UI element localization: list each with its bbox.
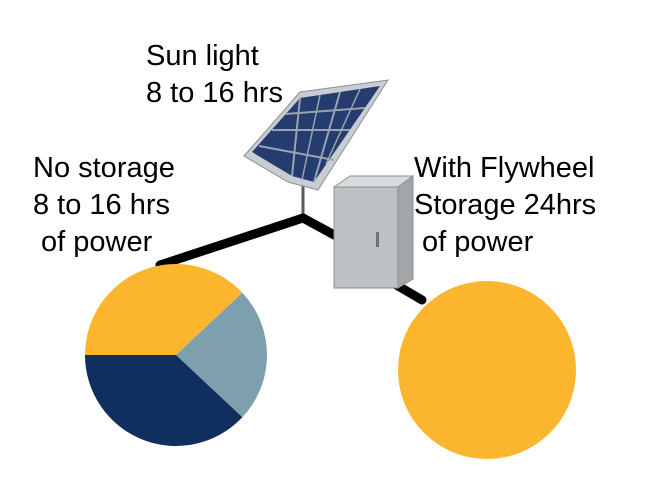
flywheel-cabinet-icon [332, 175, 415, 289]
flywheel-hours: Storage 24hrs [414, 189, 597, 221]
connector-hub-to-cabinet [298, 213, 343, 242]
pie-no-storage [85, 263, 268, 447]
no-storage-pie-slice-night [85, 355, 243, 447]
no-storage-suffix: of power [33, 226, 153, 258]
no-storage-pie-slice-evening [176, 292, 268, 418]
flywheel-caption: With Flywheel Storage 24hrs of power [414, 150, 596, 261]
sun-light-hours: 8 to 16 hrs [146, 77, 284, 109]
no-storage-title: No storage [33, 152, 175, 184]
flywheel-pie-slice-daytime [398, 281, 576, 459]
no-storage-caption: No storage 8 to 16 hrs of power [33, 150, 175, 261]
connector-hub-to-no-storage-pie [155, 213, 308, 270]
sun-light-caption: Sun light 8 to 16 hrs [146, 38, 283, 112]
no-storage-hours: 8 to 16 hrs [33, 189, 171, 221]
pie-flywheel [398, 281, 576, 459]
sun-light-title: Sun light [146, 40, 259, 72]
flywheel-suffix: of power [414, 226, 534, 258]
flywheel-title: With Flywheel [414, 152, 595, 184]
solar-panel-icon [243, 79, 390, 191]
no-storage-pie-slice-daytime [85, 263, 243, 355]
